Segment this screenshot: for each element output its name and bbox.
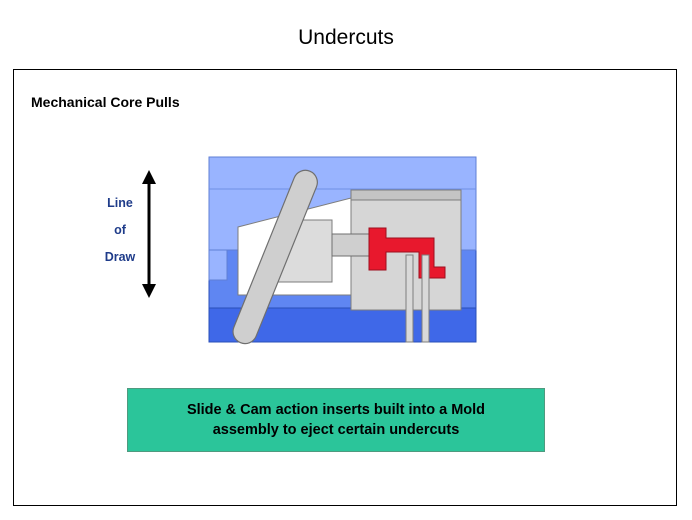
ejector-pin-left: [405, 254, 414, 343]
line-of-draw-label-draw: Draw: [105, 250, 136, 264]
mold-assembly: [208, 156, 477, 345]
core-pull-diagram: Line of Draw: [105, 156, 477, 345]
slide-rod: [331, 233, 373, 257]
content-frame: Mechanical Core Pulls Line of Draw: [13, 69, 677, 506]
caption-line-2: assembly to eject certain undercuts: [212, 422, 460, 438]
line-of-draw-arrow: [142, 170, 156, 298]
slide-title: Undercuts: [298, 26, 394, 49]
caption-line-1: Slide & Cam action inserts built into a …: [186, 402, 486, 418]
line-of-draw-label-of: of: [114, 223, 127, 237]
caption-box: Slide & Cam action inserts built into a …: [127, 388, 545, 452]
section-heading: Mechanical Core Pulls: [31, 94, 180, 110]
angled-cam-pin: [232, 169, 318, 345]
core-insert-top: [350, 189, 462, 201]
left-step-block: [208, 249, 228, 281]
ejector-pin-right: [421, 254, 430, 343]
line-of-draw-label-line: Line: [107, 196, 133, 210]
